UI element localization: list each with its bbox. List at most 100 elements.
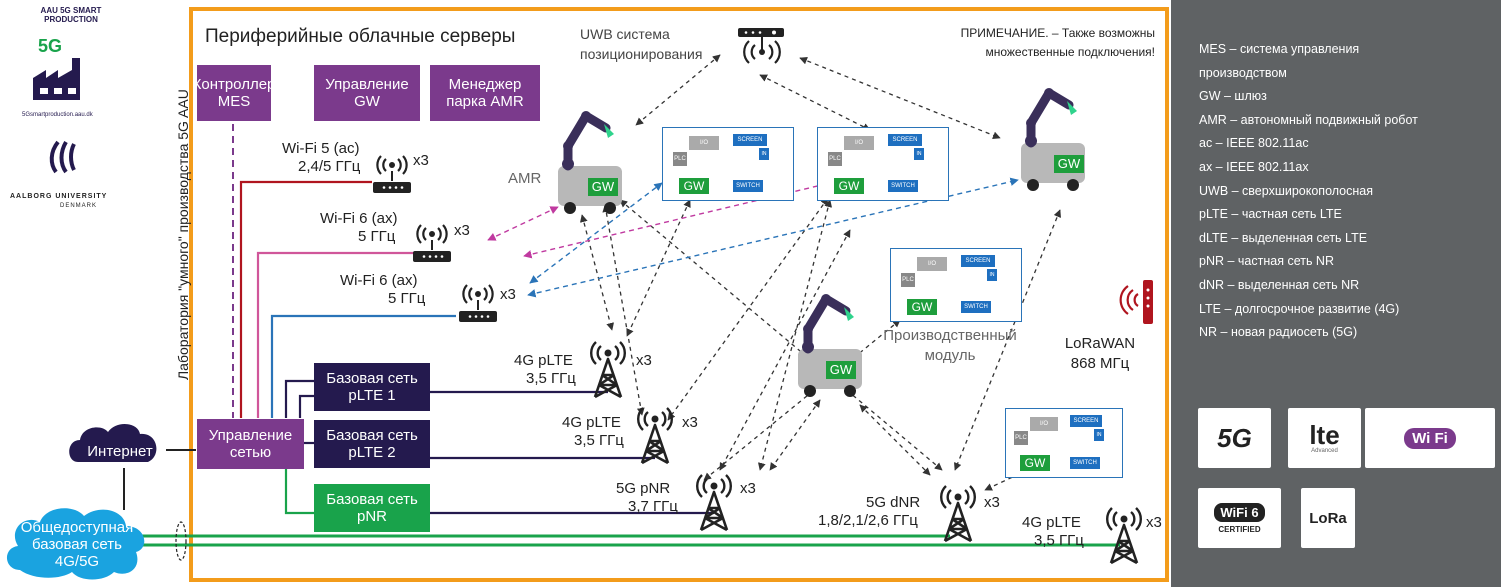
cell3-band: 3,7 ГГц <box>628 498 678 515</box>
uwb-label: UWB система позиционирования <box>580 26 703 62</box>
university-name: AALBORG UNIVERSITY <box>10 193 108 200</box>
wifi6-text: WiFi 6 <box>1214 502 1265 522</box>
cell4-name: 5G dNR <box>866 494 921 511</box>
station-gw: GW <box>1020 455 1050 471</box>
plc-box: PLC <box>828 152 842 166</box>
plc-box: PLC <box>1014 431 1028 445</box>
station-1: PLC I/O SCREEN IN GW SWITCH <box>662 127 794 201</box>
screen-box: SCREEN <box>961 255 995 267</box>
in-box: IN <box>914 148 924 160</box>
lora-logo: LoRa <box>1301 488 1355 548</box>
tower-5g-pnr <box>695 473 733 532</box>
plc-box: PLC <box>901 273 915 287</box>
logo-arc-text: AAU 5G SMART PRODUCTION <box>40 6 102 24</box>
lte-text: lte <box>1309 420 1340 450</box>
tower-5g-dnr <box>939 484 977 543</box>
line-wifi5 <box>239 180 372 418</box>
screen-box: SCREEN <box>888 134 922 146</box>
wifi-text: Wi Fi <box>1404 427 1456 449</box>
lab-frame <box>189 7 1169 582</box>
wifi6b-mult: x3 <box>500 286 516 303</box>
cell2-mult: x3 <box>682 414 698 431</box>
in-box: IN <box>759 148 769 160</box>
cell4-mult: x3 <box>984 494 1000 511</box>
cell1-name: 4G pLTE <box>514 352 573 369</box>
core-pnr: Базовая сеть pNR <box>314 484 430 532</box>
amr2-gw: GW <box>1054 155 1084 173</box>
internet-cloud <box>69 423 157 462</box>
wifi6a-name: Wi-Fi 6 (ax) <box>320 210 398 227</box>
cell3-name: 5G pNR <box>616 480 671 497</box>
switch-box: SWITCH <box>733 180 763 192</box>
wifi5-band: 2,4/5 ГГц <box>298 158 361 175</box>
cell1-band: 3,5 ГГц <box>526 370 576 387</box>
amr-fleet-manager: Менеджер парка AMR <box>430 65 540 121</box>
amr-label: AMR <box>508 170 542 187</box>
internet-label: Интернет <box>87 442 153 460</box>
logo-url: 5Gsmartproduction.aau.dk <box>22 112 93 118</box>
io-box: I/O <box>689 136 719 150</box>
switch-box: SWITCH <box>1070 457 1100 469</box>
wifi6b-router <box>457 283 499 324</box>
public-cloud <box>6 508 145 580</box>
wifi6a-mult: x3 <box>454 222 470 239</box>
wifi-logo: Wi Fi <box>1365 408 1495 468</box>
switch-box: SWITCH <box>888 180 918 192</box>
io-box: I/O <box>844 136 874 150</box>
cell3-mult: x3 <box>740 480 756 497</box>
logo-5g: 5G <box>38 36 63 56</box>
cell5-band: 3,5 ГГц <box>1034 532 1084 549</box>
legend-line: LTE – долгосрочное развитие (4G) <box>1199 301 1400 316</box>
aau-logo-icon <box>49 140 76 174</box>
switch-box: SWITCH <box>961 301 991 313</box>
station-3: PLC I/O SCREEN IN GW SWITCH <box>890 248 1022 322</box>
lte-adv-text: Advanced <box>1311 448 1338 454</box>
public-network-label: Общедоступная базовая сеть 4G/5G <box>20 518 134 570</box>
legend-line: ax – IEEE 802.11ax <box>1199 159 1309 174</box>
wifi5-router <box>371 154 413 195</box>
wifi5-mult: x3 <box>413 152 429 169</box>
screen-box: SCREEN <box>1070 415 1102 427</box>
amr3-gw: GW <box>826 361 856 379</box>
wifi6a-band: 5 ГГц <box>358 228 396 245</box>
lorawan-label: LoRaWAN 868 МГц <box>1064 335 1136 372</box>
legend-line: UWB – сверхширокополосная <box>1199 183 1374 198</box>
station-2: PLC I/O SCREEN IN GW SWITCH <box>817 127 949 201</box>
cell4-band: 1,8/2,1/2,6 ГГц <box>818 512 918 529</box>
mes-controller: Контроллер MES <box>193 65 275 121</box>
legend-line: ac – IEEE 802.11ac <box>1199 136 1309 151</box>
gw-management: Управление GW <box>314 65 420 121</box>
network-management: Управление сетью <box>197 419 304 469</box>
tower-4g-plte-2 <box>636 406 674 465</box>
amr-1 <box>558 111 622 214</box>
legend-line: NR – новая радиосеть (5G) <box>1199 325 1358 340</box>
note: ПРИМЕЧАНИЕ. – Также возможны множественн… <box>960 26 1155 59</box>
tower-4g-plte-1 <box>589 340 627 399</box>
wifi6a-router <box>411 223 453 264</box>
cell1-mult: x3 <box>636 352 652 369</box>
station-gw: GW <box>679 178 709 194</box>
legend-line: pLTE – частная сеть LTE <box>1199 207 1342 222</box>
amr-2 <box>1021 88 1085 191</box>
in-box: IN <box>1094 429 1104 441</box>
lte-logo: lte Advanced <box>1288 408 1361 468</box>
wifi5-name: Wi-Fi 5 (ac) <box>282 140 360 157</box>
wifi6b-name: Wi-Fi 6 (ax) <box>340 272 418 289</box>
amr1-gw: GW <box>588 178 618 196</box>
core-plte-2: Базовая сеть pLTE 2 <box>314 420 430 468</box>
station-gw: GW <box>834 178 864 194</box>
legend-line: AMR – автономный подвижный робот <box>1199 112 1418 127</box>
university-country: DENMARK <box>60 203 98 209</box>
lora-device <box>1119 280 1153 324</box>
5g-logo: 5G <box>1198 408 1271 468</box>
legend-line: GW – шлюз <box>1199 89 1267 104</box>
legend-line: MES – система управления <box>1199 42 1360 56</box>
plc-box: PLC <box>673 152 687 166</box>
station-gw: GW <box>907 299 937 315</box>
station-4: PLC I/O SCREEN IN GW SWITCH <box>1005 408 1123 478</box>
cell5-mult: x3 <box>1146 514 1162 531</box>
legend-line: pNR – частная сеть NR <box>1199 254 1334 269</box>
